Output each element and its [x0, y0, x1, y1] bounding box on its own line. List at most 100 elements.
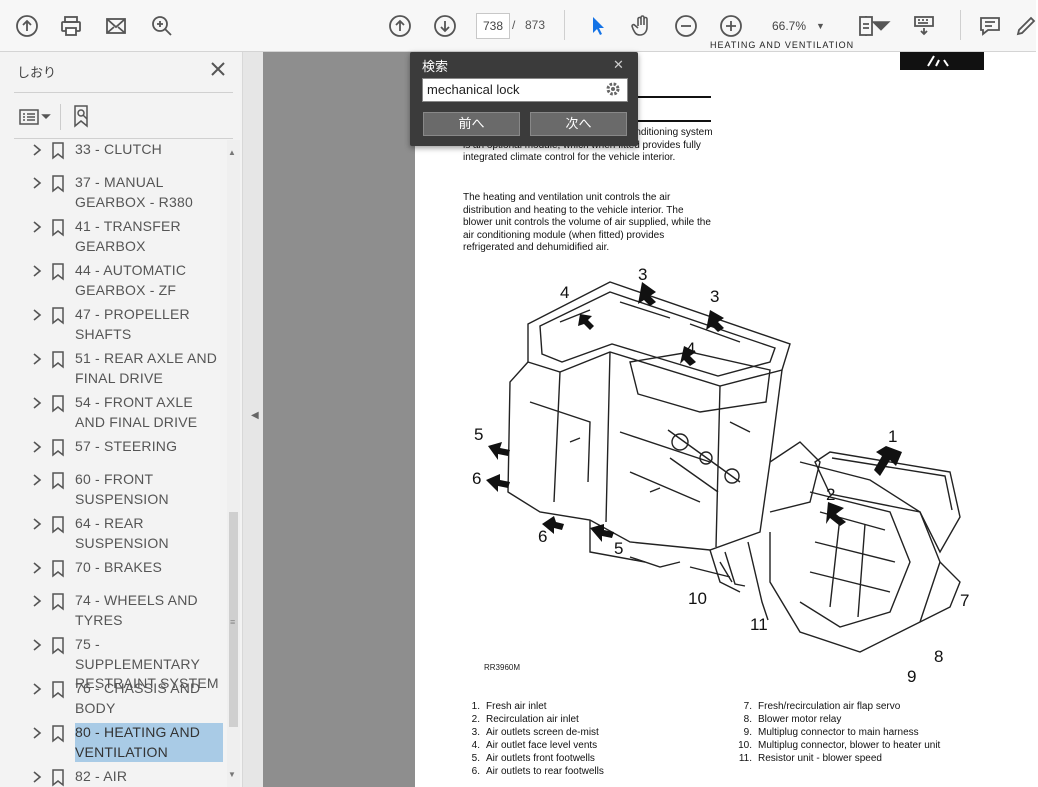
find-popup: 検索 ✕ mechanical lock 前へ 次へ — [410, 52, 638, 146]
legend-text: Multiplug connector to main harness — [758, 727, 919, 738]
bookmark-icon — [52, 560, 64, 578]
legend-row: 5.Air outlets front footwells — [466, 752, 604, 765]
print-icon[interactable] — [55, 10, 87, 42]
bookmark-label: 82 - AIR — [75, 768, 128, 784]
list-options-icon[interactable] — [18, 106, 52, 128]
chevron-right-icon[interactable] — [32, 595, 42, 607]
zoom-level-select[interactable]: 66.7% ▼ — [760, 13, 834, 39]
find-input[interactable]: mechanical lock — [422, 78, 628, 102]
close-icon[interactable] — [207, 58, 229, 80]
search-zoom-icon[interactable] — [146, 10, 178, 42]
prev-page-icon[interactable] — [384, 10, 416, 42]
callout-numbers: 1 2 3 3 4 4 5 5 6 6 7 8 9 10 11 — [472, 265, 969, 686]
chevron-down-icon[interactable] — [871, 10, 891, 42]
select-pointer-icon[interactable] — [582, 10, 614, 42]
legend-text: Air outlet face level vents — [486, 740, 598, 751]
callout-label: 3 — [638, 265, 647, 284]
divider — [14, 138, 233, 139]
chevron-right-icon[interactable] — [32, 144, 42, 156]
airflow-arrows — [486, 282, 902, 542]
collapse-panel-icon[interactable]: ◀ — [251, 410, 259, 421]
page-header-logo-block — [900, 52, 984, 70]
page-separator: / — [512, 18, 516, 32]
legend-row: 4. Air outlet face level vents — [466, 739, 604, 752]
chevron-right-icon[interactable] — [32, 771, 42, 783]
next-page-icon[interactable] — [429, 10, 461, 42]
add-bookmark-icon[interactable] — [70, 104, 94, 130]
scrollbar-thumb[interactable] — [229, 512, 238, 727]
body-paragraph: The heating and ventilation unit control… — [463, 192, 711, 253]
scroll-up-icon[interactable]: ▲ — [228, 148, 236, 157]
legend-number: 5. — [471, 753, 480, 764]
bookmark-icon — [52, 219, 64, 237]
bookmark-label: 54 - FRONT AXLE AND FINAL DRIVE — [75, 394, 198, 430]
callout-label: 8 — [934, 647, 943, 666]
chevron-right-icon[interactable] — [32, 474, 42, 486]
legend-row: 3.Air outlets screen de-mist — [466, 726, 604, 739]
unit-outline — [507, 281, 961, 653]
chevron-right-icon[interactable] — [32, 518, 42, 530]
page-total: 873 — [525, 18, 546, 32]
bookmark-icon — [52, 142, 64, 160]
chevron-right-icon[interactable] — [32, 397, 42, 409]
bookmark-label: 80 - HEATING AND VENTILATION — [75, 723, 223, 762]
legend-number: 11. — [738, 753, 752, 764]
figure-code: RR3960M — [484, 663, 521, 672]
hand-tool-icon[interactable] — [626, 10, 658, 42]
callout-label: 6 — [538, 527, 547, 546]
zoom-in-icon[interactable] — [715, 10, 747, 42]
main-toolbar: 738 / 873 66.7% ▼ — [0, 0, 1036, 52]
chevron-right-icon[interactable] — [32, 309, 42, 321]
bookmark-icon — [52, 439, 64, 457]
page-header-text: HEATING AND VENTILATION — [710, 40, 855, 50]
find-popup-title: 検索 — [422, 59, 449, 74]
legend-number: 4. — [471, 740, 480, 751]
bookmark-icon — [52, 681, 64, 699]
callout-label: 4 — [686, 339, 695, 358]
chevron-right-icon[interactable] — [32, 353, 42, 365]
legend-row: 9.Multiplug connector to main harness — [738, 726, 940, 739]
page-number-input[interactable]: 738 — [476, 13, 510, 39]
chevron-right-icon[interactable] — [32, 177, 42, 189]
chevron-right-icon[interactable] — [32, 265, 42, 277]
chevron-right-icon[interactable] — [32, 441, 42, 453]
legend-text: Multiplug connector, blower to heater un… — [758, 740, 941, 751]
bookmark-icon — [52, 351, 64, 369]
section-logo-icon — [927, 55, 949, 67]
legend-text: Air outlets screen de-mist — [486, 727, 599, 738]
legend-number: 6. — [471, 766, 480, 777]
pen-icon[interactable] — [1016, 10, 1036, 42]
legend-number: 10. — [738, 740, 752, 751]
bookmark-list: 33 - CLUTCH 37 - MANUAL GEARBOX - R380 4… — [0, 140, 226, 787]
bookmark-label: 60 - FRONT SUSPENSION — [75, 471, 169, 507]
legend-row: 10. Multiplug connector, blower to heater… — [738, 739, 940, 752]
bookmark-label: 74 - WHEELS AND TYRES — [75, 592, 198, 628]
gear-icon[interactable] — [604, 80, 622, 98]
keyboard-tools-icon[interactable] — [908, 10, 940, 42]
comment-icon[interactable] — [974, 10, 1006, 42]
legend-right: 7.Fresh/recirculation air flap servo 8.B… — [738, 700, 940, 765]
callout-label: 6 — [472, 469, 481, 488]
chevron-right-icon[interactable] — [32, 683, 42, 695]
legend-row: 7.Fresh/recirculation air flap servo — [738, 700, 940, 713]
grip-icon: ≡ — [230, 617, 236, 627]
panel-splitter[interactable] — [243, 52, 263, 787]
mail-icon[interactable] — [100, 10, 132, 42]
scroll-down-icon[interactable]: ▼ — [228, 770, 236, 779]
chevron-right-icon[interactable] — [32, 221, 42, 233]
divider — [60, 104, 61, 130]
legend-number: 1. — [471, 701, 480, 712]
chevron-right-icon[interactable] — [32, 639, 42, 651]
chevron-right-icon[interactable] — [32, 727, 42, 739]
close-icon[interactable]: ✕ — [613, 57, 624, 72]
find-next-button[interactable]: 次へ — [530, 112, 627, 136]
callout-label: 1 — [888, 427, 897, 446]
zoom-out-icon[interactable] — [670, 10, 702, 42]
bookmark-label: 37 - MANUAL GEARBOX - R380 — [75, 174, 193, 210]
page-fit-icon[interactable] — [850, 10, 882, 42]
callout-label: 5 — [474, 425, 483, 444]
find-previous-button[interactable]: 前へ — [423, 112, 520, 136]
upload-cloud-icon[interactable] — [11, 10, 43, 42]
bookmark-icon — [52, 472, 64, 490]
chevron-right-icon[interactable] — [32, 562, 42, 574]
